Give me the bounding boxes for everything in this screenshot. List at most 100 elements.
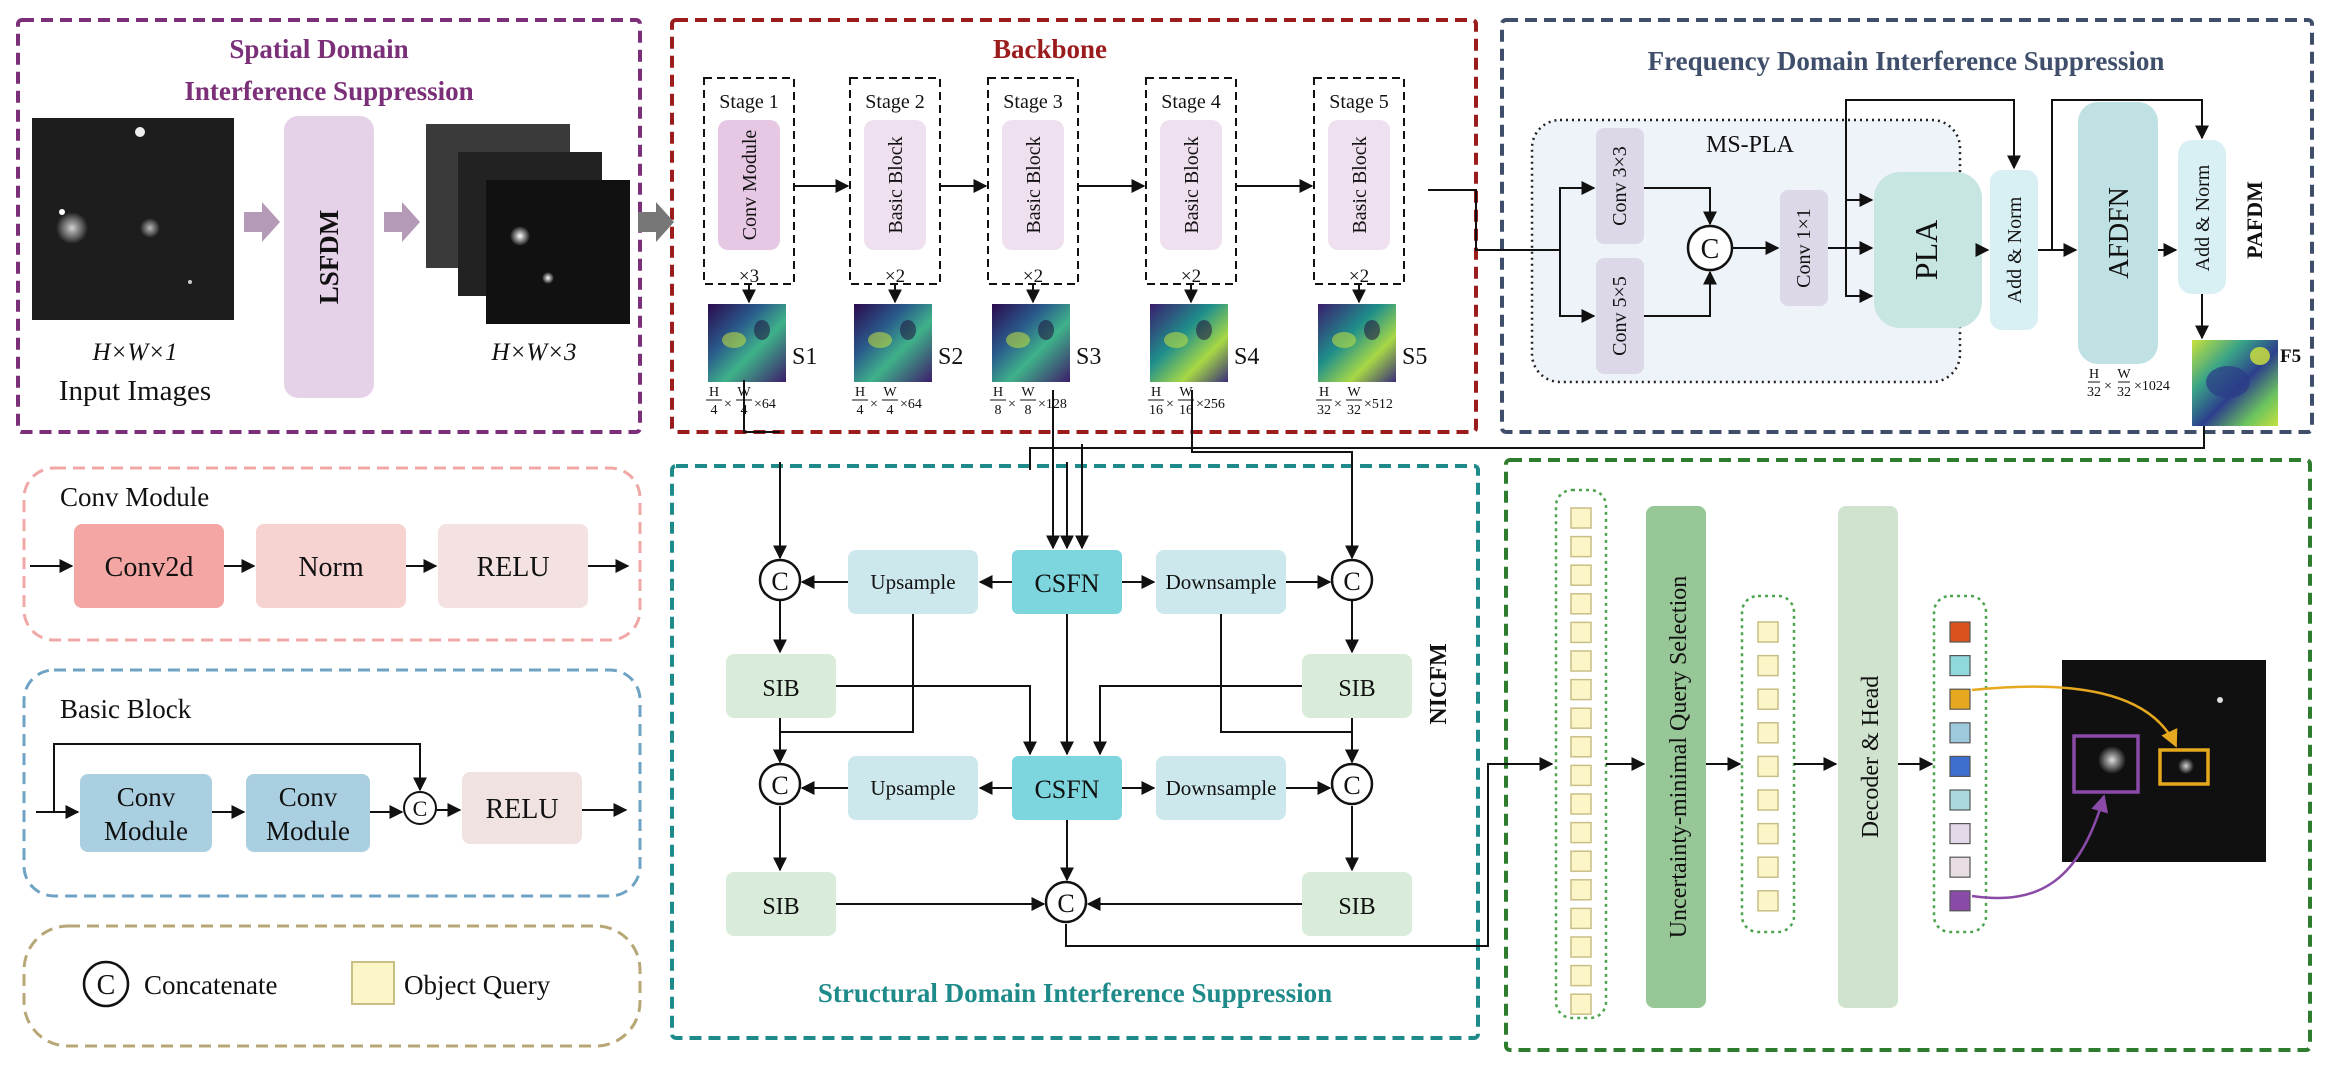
downsample-mid xyxy=(1156,756,1286,820)
svg-text:32: 32 xyxy=(1347,403,1361,418)
concat-left-mid: C xyxy=(758,762,802,806)
nicfm-connectors xyxy=(743,380,1554,947)
feature-label: S4 xyxy=(1234,344,1259,370)
feature-dimension: H16×W16×256 xyxy=(1148,385,1225,418)
query-column-3 xyxy=(1932,594,1988,934)
svg-text:×: × xyxy=(724,397,732,412)
svg-text:W: W xyxy=(1021,385,1035,400)
svg-text:W: W xyxy=(883,385,897,400)
predicted-query-cell xyxy=(1949,856,1971,878)
symbol-legend-frame xyxy=(22,924,642,1048)
object-query-cell xyxy=(1570,507,1592,529)
svg-text:×: × xyxy=(2104,379,2112,394)
object-query-cell xyxy=(1570,707,1592,729)
svg-text:H: H xyxy=(993,385,1003,400)
f5-dimension: H 32 × W 32 ×1024 xyxy=(2087,367,2170,400)
yellow-query-arrow xyxy=(1971,685,2178,748)
object-query-cell xyxy=(1570,821,1592,844)
pla-label: PLA xyxy=(1908,220,1944,280)
nicfm-label: NICFM xyxy=(1426,643,1452,724)
conv-module-legend-frame xyxy=(22,466,642,642)
feature-dimension: H8×W8×128 xyxy=(990,385,1067,418)
svg-text:×256: ×256 xyxy=(1196,397,1225,412)
downsample-top-label: Downsample xyxy=(1166,570,1277,594)
svg-text:W: W xyxy=(1347,385,1361,400)
stage-label: Stage 4 xyxy=(1161,91,1220,113)
predicted-query-cell xyxy=(1949,621,1971,643)
object-query-cell xyxy=(1570,993,1592,1015)
conv3x3-block xyxy=(1596,128,1644,244)
svg-text:8: 8 xyxy=(1025,403,1032,418)
query-column-1-cells xyxy=(1570,507,1592,1015)
object-query-cell xyxy=(1757,822,1779,845)
decoder-head-label: Decoder & Head xyxy=(1858,676,1884,839)
feature-map-thumbnail xyxy=(1318,304,1396,382)
legend-concat-icon xyxy=(82,960,130,1008)
query-column-3-cells xyxy=(1949,621,1971,912)
object-query-cell xyxy=(1757,755,1779,778)
afdfn-label: AFDFN xyxy=(2104,187,2135,279)
svg-text:4: 4 xyxy=(711,403,718,418)
svg-text:H: H xyxy=(1319,385,1329,400)
upsample-mid-label: Upsample xyxy=(870,776,955,800)
svg-text:H: H xyxy=(709,385,719,400)
object-query-cell xyxy=(1570,793,1592,815)
feature-map-thumbnail xyxy=(854,304,932,382)
arrow-from-lsfdm xyxy=(384,202,420,242)
ms-pla-label: MS-PLA xyxy=(1706,132,1795,158)
concat-bottom: C xyxy=(1044,880,1088,924)
svg-text:C: C xyxy=(1343,567,1360,596)
svg-text:×64: ×64 xyxy=(754,397,776,412)
stage-block-label: Conv Module xyxy=(739,130,761,241)
add-norm-2-label: Add & Norm xyxy=(2192,164,2214,271)
stage-block xyxy=(1002,120,1064,250)
svg-text:C: C xyxy=(1057,889,1074,918)
svg-text:×64: ×64 xyxy=(900,397,922,412)
upsample-top xyxy=(848,550,978,614)
csfn-top-label: CSFN xyxy=(1034,569,1099,598)
input-dimension: H×W×1 xyxy=(91,339,177,366)
svg-text:W: W xyxy=(1179,385,1193,400)
decoder-head-block xyxy=(1838,506,1898,1008)
stage-multiplier: ×3 xyxy=(739,266,759,287)
conv5x5-label: Conv 5×5 xyxy=(1609,276,1631,356)
svg-text:×512: ×512 xyxy=(1364,397,1393,412)
query-column-2-cells xyxy=(1757,621,1779,912)
sib-left-top xyxy=(726,654,836,718)
conv-module-a-line1: Conv xyxy=(117,782,176,812)
f5-label: F5 xyxy=(2280,346,2301,367)
stage-label: Stage 5 xyxy=(1329,91,1388,113)
feature-label: S1 xyxy=(792,344,817,370)
conv2d-block xyxy=(74,524,224,608)
feature-map-thumbnail xyxy=(1150,304,1228,382)
legend-object-query-label: Object Query xyxy=(404,970,551,1000)
basic-block-concat-symbol: C xyxy=(413,796,428,821)
object-query-cell xyxy=(1757,890,1779,912)
svg-text:H: H xyxy=(2089,367,2099,382)
svg-text:16: 16 xyxy=(1179,403,1193,418)
conv2d-label: Conv2d xyxy=(105,552,194,583)
svg-text:32: 32 xyxy=(2087,385,2101,400)
basic-block-concat-icon xyxy=(403,791,437,825)
stage-block xyxy=(718,120,780,250)
nicfm-module: C C C C C Upsample Downsample Upsample D… xyxy=(726,380,1554,947)
feature-dimension: H4×W4×64 xyxy=(852,385,922,418)
predicted-query-cell xyxy=(1949,722,1971,744)
conv1x1-label: Conv 1×1 xyxy=(1793,208,1815,288)
predicted-query-cell xyxy=(1949,890,1971,912)
basic-block-arrows xyxy=(36,743,628,819)
query-column-1 xyxy=(1554,488,1608,1020)
arrow-to-backbone xyxy=(638,202,674,242)
conv1x1-block xyxy=(1780,190,1828,306)
purple-query-arrow xyxy=(1971,794,2109,900)
basic-block-legend-frame xyxy=(22,668,642,898)
norm-block xyxy=(256,524,406,608)
stage-block-label: Basic Block xyxy=(1023,136,1045,233)
sib-right-bottom xyxy=(1302,872,1412,936)
svg-text:H: H xyxy=(1151,385,1161,400)
svg-text:×: × xyxy=(870,397,878,412)
feature-dimension: H4×W4×64 xyxy=(706,385,776,418)
